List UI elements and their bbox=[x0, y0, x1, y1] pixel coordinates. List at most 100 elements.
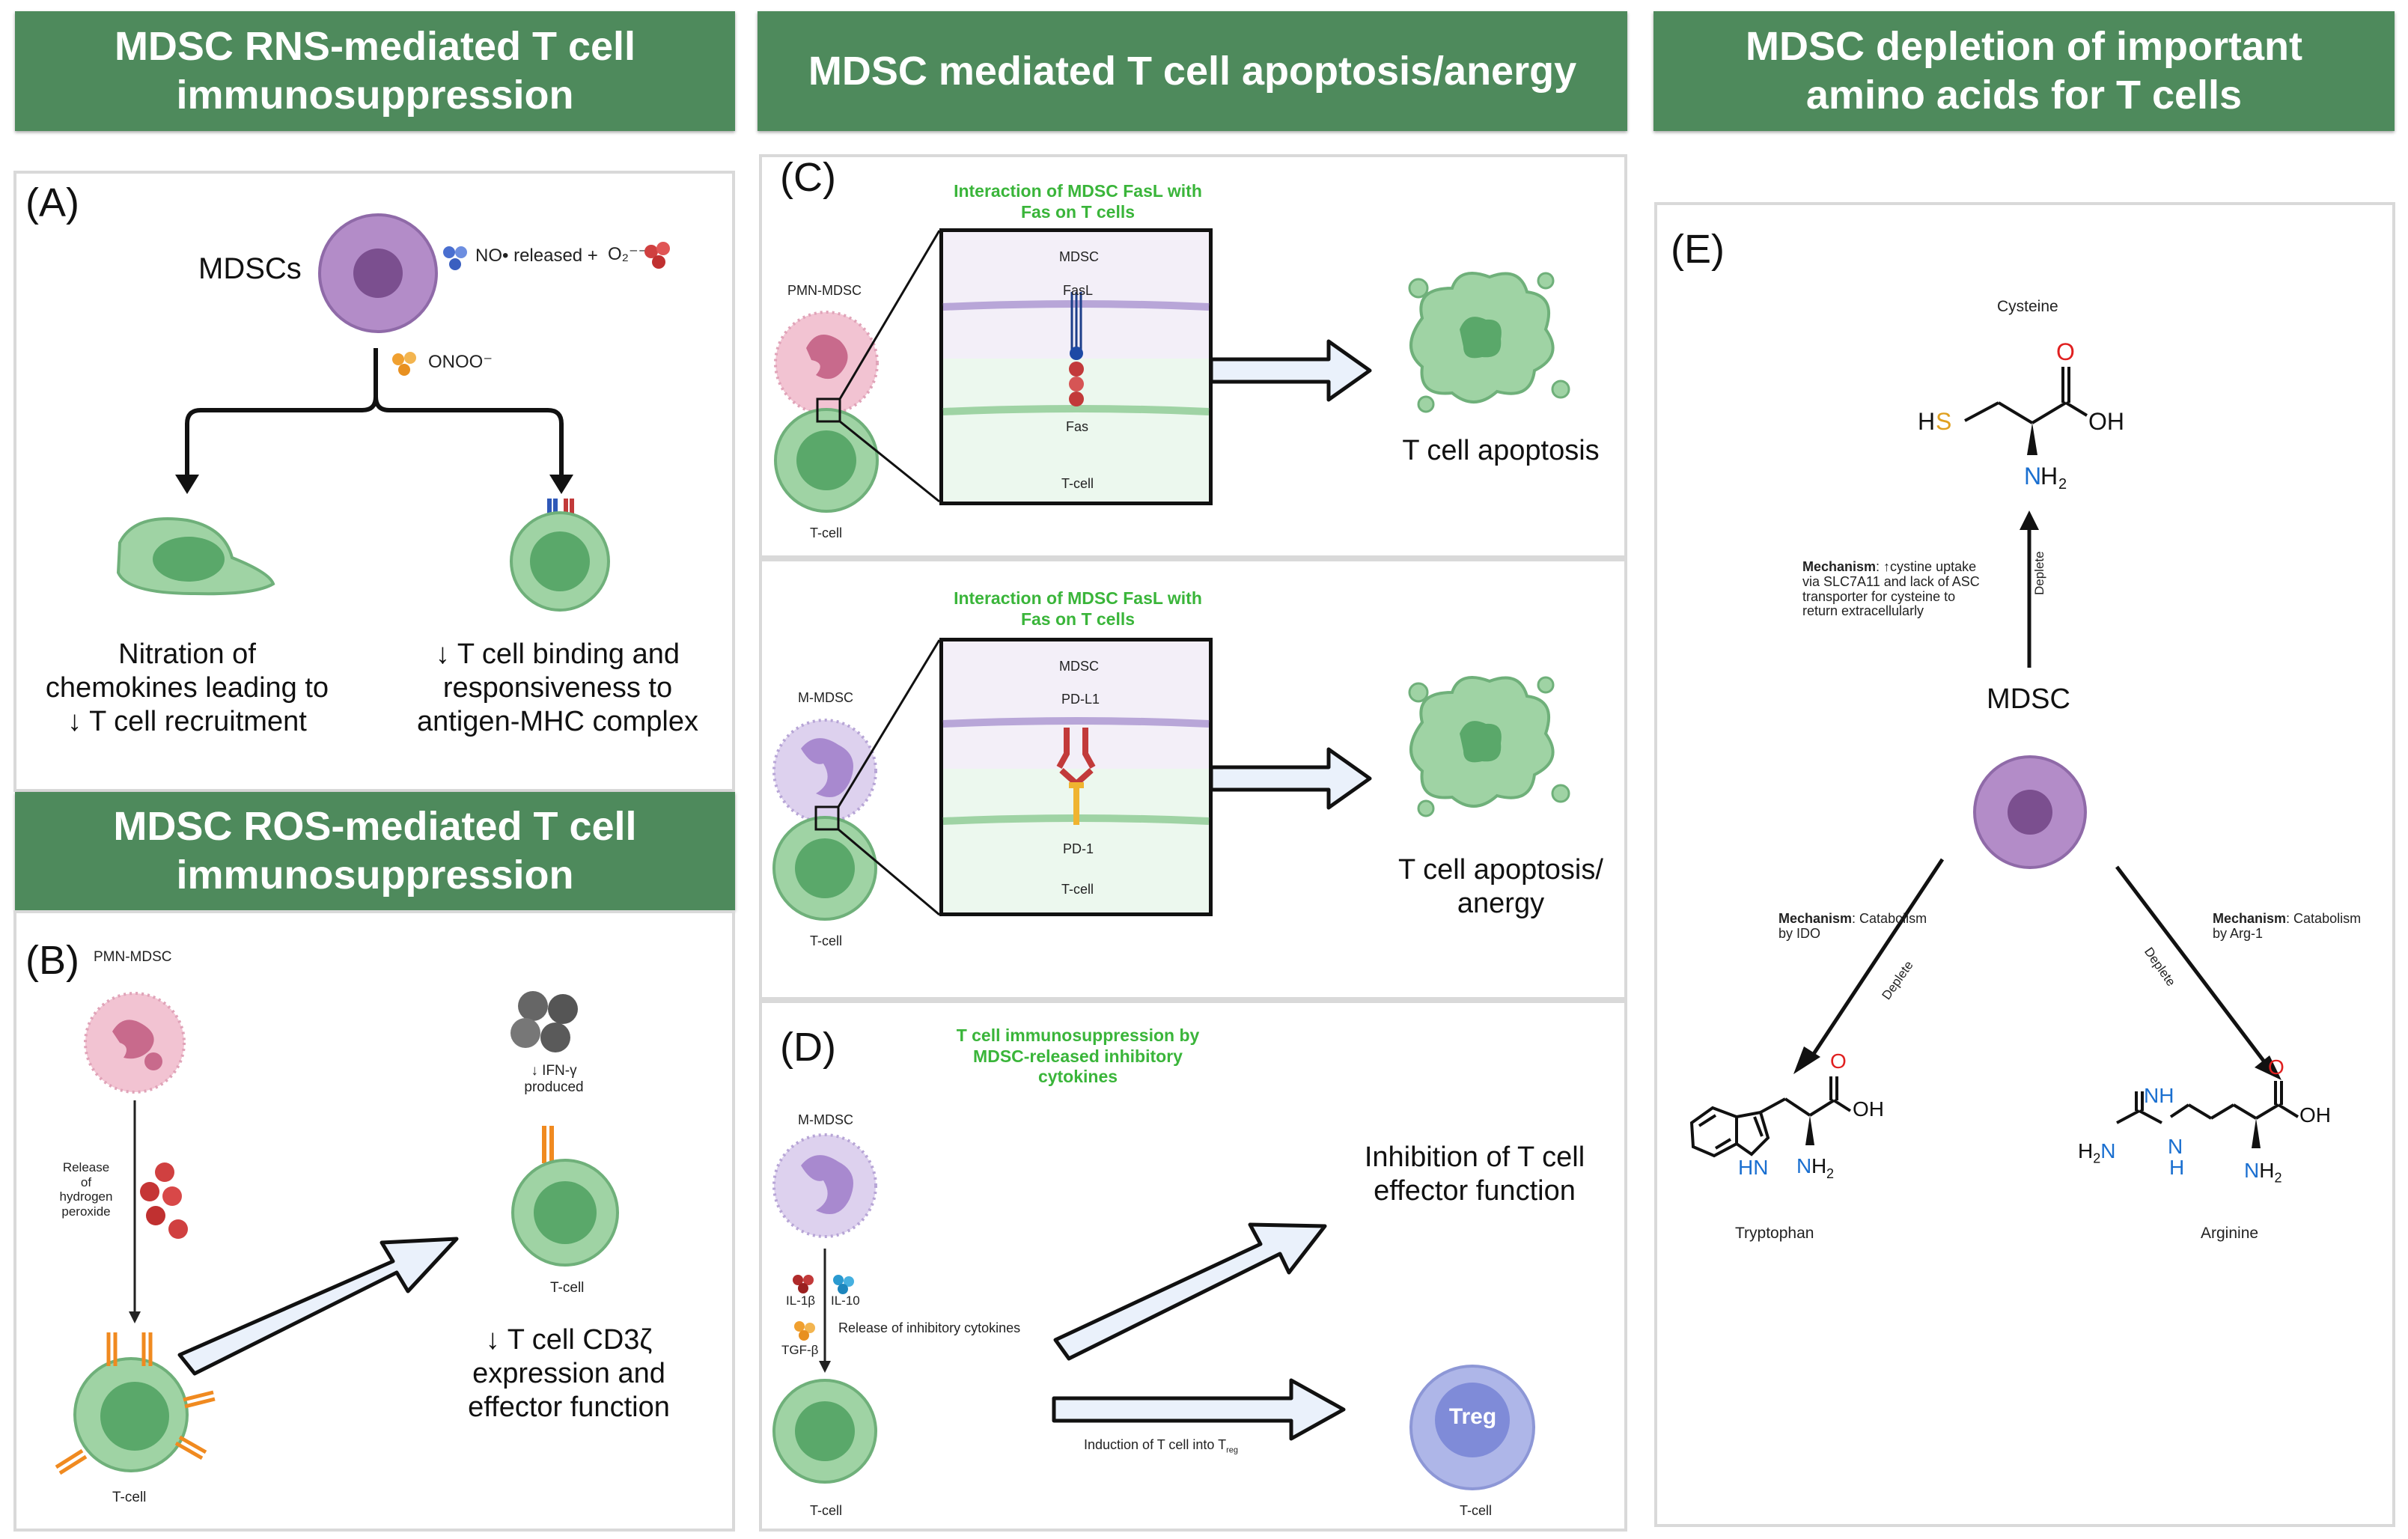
header-apoptosis-line1: MDSC mediated T cell apoptosis/anergy bbox=[808, 48, 1577, 94]
release-line2: of bbox=[80, 1174, 92, 1189]
big-arrow-b bbox=[177, 1237, 459, 1376]
mech-left: Mechanism: Catabolism by IDO bbox=[1778, 911, 1927, 942]
tcell-label-c2: T-cell bbox=[810, 933, 843, 948]
superoxide-molecule-icon bbox=[644, 242, 670, 269]
arg-nh2-n: N bbox=[2244, 1159, 2260, 1182]
tgfb-icon bbox=[794, 1321, 815, 1341]
d-title-line1: T cell immunosuppression by bbox=[956, 1026, 1200, 1045]
cys-O: O bbox=[2056, 338, 2075, 365]
mech-top: Mechanism: ↑cystine uptake via SLC7A11 a… bbox=[1802, 559, 2005, 619]
zoom-box-c2 bbox=[939, 638, 1213, 916]
mech-right: Mechanism: Catabolism by Arg-1 bbox=[2213, 911, 2362, 942]
box-c2-pd1: PD-1 bbox=[1063, 841, 1094, 856]
trp-sub2: 2 bbox=[1826, 1166, 1835, 1181]
arg-H-mid: H bbox=[2169, 1156, 2185, 1179]
tcell-bottom-b-label: T-cell bbox=[112, 1490, 147, 1505]
apoptotic-cell-c bbox=[1408, 272, 1570, 413]
header-rns-line1: MDSC RNS-mediated T cell bbox=[114, 24, 636, 70]
mdsc-label: MDSCs bbox=[198, 252, 302, 285]
induction-text: Induction of T cell into Treg bbox=[1084, 1437, 1238, 1455]
membranes-c2 bbox=[942, 717, 1210, 825]
onoo-molecule-icon bbox=[392, 352, 416, 376]
mdsc-cell-e bbox=[1973, 755, 2087, 869]
release-h2o2-text: Release of hydrogen peroxide bbox=[52, 1160, 120, 1219]
no-released-text: NO• released + bbox=[475, 246, 598, 266]
box-c-mdsc: MDSC bbox=[1059, 249, 1099, 264]
tcell-left-d-label: T-cell bbox=[810, 1503, 843, 1518]
pmn-mdsc-label-c: PMN-MDSC bbox=[787, 283, 862, 298]
apoptotic-cell-c2 bbox=[1408, 676, 1570, 817]
arrow-c bbox=[1209, 339, 1372, 402]
tcell-top-b bbox=[511, 1126, 619, 1267]
result-c2-line2: anergy bbox=[1457, 887, 1545, 919]
pmn-mdsc-label-b: PMN-MDSC bbox=[94, 949, 172, 965]
superoxide-text: O₂⁻⁻ bbox=[608, 244, 648, 264]
arg-N-mid: N bbox=[2168, 1135, 2183, 1158]
arg-NH: NH bbox=[2144, 1084, 2174, 1107]
arrow-to-tryptophan bbox=[1793, 858, 1945, 1074]
header-amino-line2: amino acids for T cells bbox=[1805, 73, 2243, 118]
onoo-text: ONOO⁻ bbox=[428, 352, 493, 372]
arrow-to-cysteine bbox=[2020, 511, 2039, 668]
right-caption-line3: antigen-MHC complex bbox=[417, 705, 698, 737]
c2-title-line1: Interaction of MDSC FasL with bbox=[954, 588, 1202, 608]
left-caption-line3: ↓ T cell recruitment bbox=[67, 705, 307, 737]
arg-O: O bbox=[2268, 1055, 2284, 1079]
b-caption-line1: ↓ T cell CD3ζ bbox=[485, 1324, 653, 1356]
header-rns-line2: immunosuppression bbox=[176, 73, 574, 118]
mech-top-line3: transporter for cysteine to bbox=[1802, 588, 1956, 604]
mech-top-bold: Mechanism bbox=[1802, 559, 1877, 574]
arginine-structure bbox=[2116, 1081, 2299, 1148]
arg-OH: OH bbox=[2299, 1103, 2331, 1127]
left-caption-line2: chemokines leading to bbox=[45, 671, 329, 704]
arg-NH2: NH2 bbox=[2244, 1159, 2281, 1186]
cytokine-arrow-d bbox=[819, 1249, 831, 1373]
c-title-line1: Interaction of MDSC FasL with bbox=[954, 181, 1202, 201]
c2-title-line2: Fas on T cells bbox=[1020, 609, 1136, 629]
panel-a-left-caption: Nitration of chemokines leading to ↓ T c… bbox=[22, 638, 352, 738]
il1b-icon bbox=[793, 1275, 814, 1293]
no-molecule-icon bbox=[443, 246, 467, 270]
box-c-tcell: T-cell bbox=[1061, 476, 1094, 491]
ifn-line2: produced bbox=[524, 1079, 584, 1095]
cys-OH: OH bbox=[2088, 408, 2124, 435]
inhibition-line2: effector function bbox=[1374, 1174, 1576, 1207]
mech-right-line2: : Catabolism bbox=[2286, 911, 2362, 926]
cys-N: N bbox=[2024, 463, 2042, 490]
tcell-label-c: T-cell bbox=[810, 525, 843, 540]
release-arrow-b bbox=[129, 1100, 141, 1323]
inhibition-text: Inhibition of T cell effector function bbox=[1332, 1141, 1617, 1208]
release-line4: peroxide bbox=[61, 1204, 111, 1219]
cys-H: H bbox=[1918, 408, 1936, 435]
induction-main: Induction of T cell into T bbox=[1084, 1437, 1227, 1452]
zoom-lines-c2 bbox=[837, 639, 941, 916]
box-c-fasl: FasL bbox=[1063, 283, 1094, 298]
ifn-line1: ↓ IFN-γ bbox=[531, 1063, 577, 1079]
arrow-c2 bbox=[1209, 747, 1372, 810]
c-title-line2: Fas on T cells bbox=[1020, 201, 1136, 222]
zoom-lines-c bbox=[838, 230, 941, 503]
il10-icon bbox=[833, 1275, 854, 1294]
mech-top-line4: return extracellularly bbox=[1802, 603, 1924, 619]
panel-a-label: (A) bbox=[25, 180, 79, 225]
mdsc-label-e: MDSC bbox=[1987, 683, 2070, 715]
mech-right-line3: by Arg-1 bbox=[2213, 925, 2264, 941]
panel-a-right-caption: ↓ T cell binding and responsiveness to a… bbox=[389, 638, 726, 738]
panel-c2-title: Interaction of MDSC FasL with Fas on T c… bbox=[921, 588, 1235, 630]
induction-sub: reg bbox=[1226, 1445, 1239, 1455]
deplete-top: Deplete bbox=[2032, 551, 2046, 595]
b-caption-line2: expression and bbox=[472, 1357, 665, 1389]
result-c: T cell apoptosis bbox=[1402, 435, 1600, 466]
header-amino-line1: MDSC depletion of important bbox=[1746, 24, 2302, 70]
trp-N: N bbox=[1796, 1154, 1812, 1177]
ifn-text: ↓ IFN-γ produced bbox=[498, 1063, 610, 1096]
header-ros-line1: MDSC ROS-mediated T cell bbox=[113, 804, 637, 850]
mmdsc-label-c2: M-MDSC bbox=[798, 690, 853, 705]
trp-O: O bbox=[1830, 1049, 1847, 1073]
header-ros-line2: immunosuppression bbox=[176, 853, 574, 898]
cysteine-structure bbox=[1964, 367, 2088, 455]
release-cytokines-text: Release of inhibitory cytokines bbox=[838, 1320, 1021, 1335]
arrow-d-right bbox=[1052, 1378, 1346, 1441]
d-title-line2: MDSC-released inhibitory bbox=[973, 1046, 1183, 1066]
